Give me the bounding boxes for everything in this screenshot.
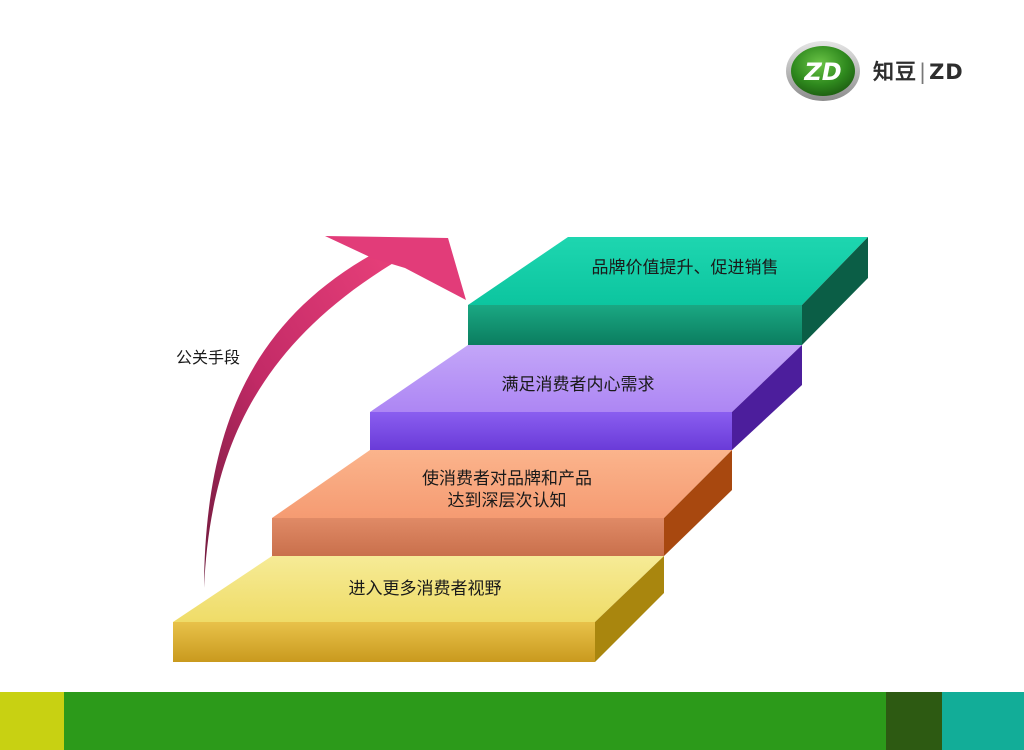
step-1-label: 进入更多消费者视野 <box>300 578 550 600</box>
step-3-top <box>370 345 802 412</box>
step-4-label: 品牌价值提升、促进销售 <box>560 257 810 279</box>
footer-segment-4 <box>942 692 1024 750</box>
logo-name-cn: 知豆 <box>873 60 917 84</box>
step-1 <box>173 556 664 662</box>
step-2-front <box>272 518 664 556</box>
logo-name-en: ZD <box>929 60 964 84</box>
step-3-label: 满足消费者内心需求 <box>458 374 698 396</box>
step-2-top <box>272 450 732 518</box>
step-3-front <box>370 412 732 450</box>
logo-emblem <box>791 46 855 96</box>
step-4-front <box>468 305 802 345</box>
logo-emblem-text: ZD <box>803 58 841 86</box>
arrow-shaft <box>204 250 395 588</box>
step-1-side <box>595 556 664 662</box>
footer-bar <box>0 692 1024 750</box>
arrow-head <box>325 236 466 300</box>
step-1-top <box>173 556 664 622</box>
curved-arrow-icon <box>204 236 466 588</box>
step-3-side <box>732 345 802 450</box>
step-2-side <box>664 450 732 556</box>
step-3-label-line-1: 满足消费者内心需求 <box>501 375 655 395</box>
footer-segment-2 <box>64 692 886 750</box>
step-4 <box>468 237 868 345</box>
step-1-front <box>173 622 595 662</box>
step-2-label-line-2: 达到深层次认知 <box>447 491 567 511</box>
footer-segment-3 <box>886 692 942 750</box>
logo-wordmark: 知豆|ZD <box>873 60 964 84</box>
step-4-label-line-1: 品牌价值提升、促进销售 <box>591 258 779 278</box>
step-4-side <box>802 237 868 345</box>
logo: ZD <box>786 41 860 101</box>
step-3 <box>370 345 802 450</box>
step-2-label-line-1: 使消费者对品牌和产品 <box>422 469 592 489</box>
arrow-label: 公关手段 <box>176 348 241 367</box>
footer-segment-1 <box>0 692 64 750</box>
step-2 <box>272 450 732 556</box>
step-4-top <box>468 237 868 305</box>
step-1-label-line-1: 进入更多消费者视野 <box>348 579 502 599</box>
step-2-label: 使消费者对品牌和产品 达到深层次认知 <box>372 468 642 512</box>
